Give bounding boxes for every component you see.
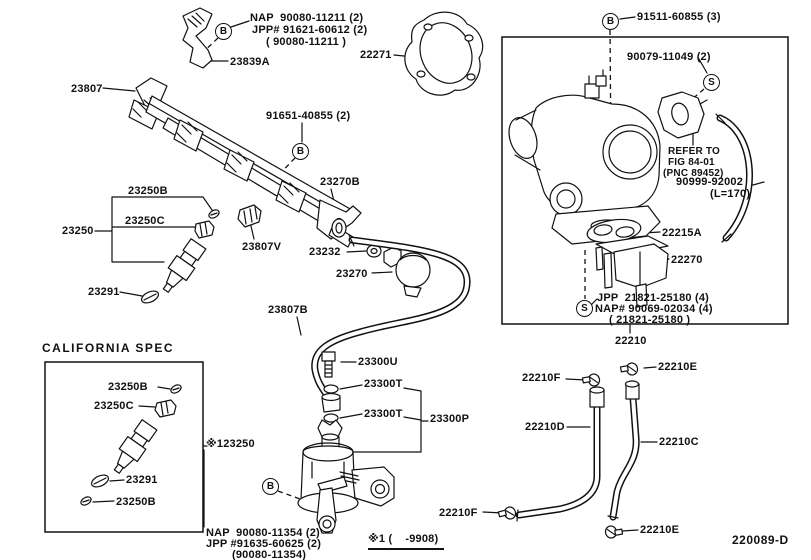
ring-23232-drawing [367,245,381,257]
clamp-22210f-bottom-drawing [497,505,518,523]
label-23270: 23270 [336,268,368,280]
label-refer-line2: FIG 84-01 [668,157,715,168]
label-90999-len: (L=170) [710,188,751,200]
label-ca-ref-23250: ※123250 [206,438,255,450]
label-ca-23250b-1: 23250B [108,381,148,393]
label-22271: 22271 [360,49,392,61]
label-jpp-mid-line3: ( 21821-25180 ) [609,314,691,326]
bracket-23839a-drawing [183,8,212,68]
label-22210f-bottom: 22210F [439,507,478,519]
label-ca-23250b-2: 23250B [116,496,156,508]
ring-23270b-drawing [332,219,346,237]
valve-22270-drawing [596,236,668,307]
label-22210e-bottom: 22210E [640,524,680,536]
label-23300u: 23300U [358,356,398,368]
cap-23807v-drawing [238,205,261,227]
gasket-22215a-drawing [586,216,643,245]
throttle-assembly-box [502,37,788,324]
label-jpp-mid-line1: JPP 21821-25180 (4) [597,292,710,304]
label-drawing-code: 220089-D [732,533,789,547]
callout-b-rail: B [292,143,309,160]
label-footnote-ref: ※1 ( -9908) [368,533,445,550]
label-22210d: 22210D [525,421,565,433]
regulator-23270-drawing [384,247,430,297]
washers-23300t-drawing [322,385,340,422]
gasket-22271-drawing [405,12,483,95]
callout-b-top-right: B [602,13,619,30]
california-spec-parts-drawing [78,382,184,508]
label-23807v: 23807V [242,241,282,253]
label-23232: 23232 [309,246,341,258]
label-91511: 91511-60855 (3) [637,11,721,23]
fuel-rail-drawing [129,78,361,247]
label-23300t-2: 23300T [364,408,403,420]
label-90999: 90999-92002 [676,176,744,188]
label-22210e-top: 22210E [658,361,698,373]
label-23300p: 23300P [430,413,470,425]
label-nap-top-line2: JPP# 91621-60612 (2) [252,24,368,36]
label-22210: 22210 [615,335,647,347]
label-jpp-mid-line2: NAP# 90069-02034 (4) [595,303,713,315]
label-22270-part: 22270 [671,254,703,266]
injector-set-main-drawing [140,207,222,305]
clamp-22210f-top-drawing [581,372,602,389]
label-22215a: 22215A [662,227,702,239]
label-nap-bot-line3: (90080-11354) [232,549,307,560]
hose-90999-drawing [716,114,750,242]
hose-22210d-drawing [517,387,604,521]
label-22210c: 22210C [659,436,699,448]
label-23807: 23807 [71,83,103,95]
callout-b-top-left: B [215,23,232,40]
label-california-spec-title: CALIFORNIA SPEC [42,341,175,355]
label-nap-bot-line2: JPP #91635-60625 (2) [206,538,322,550]
callout-b-pump: B [262,478,279,495]
label-refer-line1: REFER TO [668,146,720,157]
label-91651: 91651-40855 (2) [266,110,351,122]
label-ca-23291: 23291 [126,474,158,486]
label-23839a: 23839A [230,56,270,68]
label-23250c-main: 23250C [125,215,165,227]
label-23291-main: 23291 [88,286,120,298]
label-22210f-top: 22210F [522,372,561,384]
throttle-body-drawing [504,70,660,244]
label-23250b-main: 23250B [128,185,168,197]
clamp-22210e-top-drawing [619,361,640,378]
label-90079: 90079-11049 (2) [627,51,711,63]
throttle-sensor-drawing [658,92,707,138]
label-nap-bot-line1: NAP 90080-11354 (2) [206,527,320,539]
label-nap-top-line1: NAP 90080-11211 (2) [250,12,364,24]
callout-s-sensor: S [703,74,720,91]
clamp-22210e-bottom-drawing [603,523,624,540]
bolt-23300u-drawing [322,352,335,377]
hose-22210c-drawing [608,381,639,518]
fuel-damper-assembly-drawing [298,420,394,533]
label-23270b: 23270B [320,176,360,188]
label-nap-top-line3: ( 90080-11211 ) [266,36,347,48]
label-23250: 23250 [62,225,94,237]
label-refer-line3: (PNC 89452) [663,168,724,179]
label-23807b: 23807B [268,304,308,316]
callout-s-valve: S [576,300,593,317]
label-23300t-1: 23300T [364,378,403,390]
label-ca-23250c: 23250C [94,400,134,412]
california-spec-box [45,362,203,532]
